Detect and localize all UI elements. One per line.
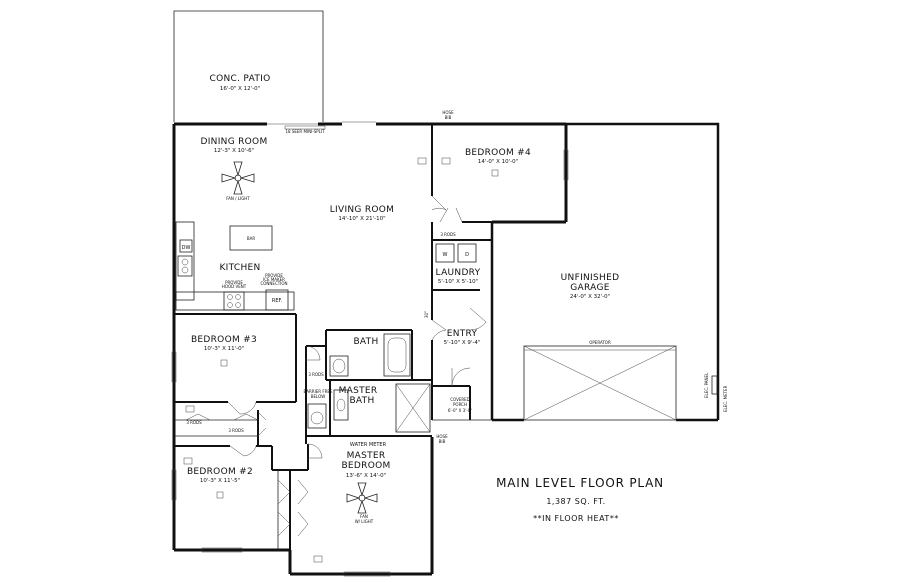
living-area: LIVING ROOM 14'-10" X 21'-10" 30": [330, 157, 429, 318]
doors: [185, 195, 487, 537]
bath-area: BATH: [329, 333, 411, 377]
plan-title: MAIN LEVEL FLOOR PLAN: [496, 476, 664, 490]
utility-labels: HOSE BIB HOSE BIB WATER METER: [350, 110, 454, 448]
master-fan-line2: W/ LIGHT: [355, 519, 374, 524]
bedroom2-area: BEDROOM #2 10'-3" X 11'-5": [183, 457, 253, 499]
bedroom2-dims: 10'-3" X 11'-5": [200, 478, 240, 484]
operator-label: OPERATOR: [589, 340, 611, 345]
water-meter-label: WATER METER: [350, 442, 387, 448]
bedroom3-name: BEDROOM #3: [191, 335, 257, 345]
elec-panel-label: ELEC. PANEL: [704, 372, 709, 398]
provide-hood-line2: HOOD VENT: [222, 284, 247, 289]
fridge-label: REF.: [272, 298, 283, 304]
entry-area: ENTRY 5'-10" X 9'-4" COVERED PORCH 6'-0"…: [444, 329, 481, 413]
exterior-walls: [172, 121, 568, 576]
ceiling-fan-icon: [221, 161, 255, 195]
dim-30-label: 30": [424, 311, 429, 318]
bedroom3-area: BEDROOM #3 10'-3" X 11'-0" 3 RODS 3 RODS: [185, 335, 257, 433]
island-label: BAR: [247, 236, 255, 241]
porch-dims: 6'-0" X 3'-0": [448, 408, 472, 413]
porch-name-line2: PORCH: [453, 402, 467, 407]
garage-dims: 24'-0" X 32'-0": [570, 294, 610, 300]
bedroom4-name: BEDROOM #4: [465, 148, 531, 158]
barrier-free-line1: BARRIER FREE: [304, 389, 333, 394]
provide-ice-line3: CONNECTION: [260, 281, 287, 286]
master-fan-line1: FAN: [360, 514, 368, 519]
dining-dims: 12'-3" X 10'-6": [214, 148, 254, 154]
dishwasher-label: DW: [182, 245, 191, 251]
bedroom4-area: BEDROOM #4 14'-0" X 10'-0": [441, 148, 531, 177]
interior-walls: [174, 124, 492, 550]
patio-dims: 16'-0" X 12'-0": [220, 86, 260, 92]
hose-bib-bottom-line1: HOSE: [436, 434, 448, 439]
barrier-free-line2: BELOW: [311, 394, 326, 399]
bedroom4-dims: 14'-0" X 10'-0": [478, 159, 518, 165]
porch-name-line1: COVERED: [450, 397, 470, 402]
living-name: LIVING ROOM: [330, 205, 395, 215]
laundry-dims: 5'-10" X 5'-10": [438, 279, 478, 285]
ceiling-fan-icon: [346, 482, 378, 514]
dining-name: DINING ROOM: [200, 137, 267, 147]
plan-area: 1,387 SQ. FT.: [546, 497, 605, 506]
garage-name-line2: GARAGE: [570, 283, 609, 293]
bedroom2-name: BEDROOM #2: [187, 467, 253, 477]
elec-meter-label: ELEC. METER: [723, 385, 728, 412]
bath-shelf-label: 3 RODS: [308, 372, 324, 377]
plan-note: **IN FLOOR HEAT**: [533, 514, 619, 523]
laundry-area: W D LAUNDRY 5'-10" X 5'-10" 3 RODS: [436, 232, 481, 285]
patio-area: CONC. PATIO 16'-0" X 12'-0": [173, 10, 324, 122]
kitchen-area: DW REF. BAR KITCHEN PROVIDE ICE MAKER CO…: [175, 221, 295, 311]
bed2-shelf-label: 3 RODS: [228, 428, 244, 433]
master-bedroom-dims: 13'-6" X 14'-0": [346, 473, 386, 479]
dining-fan-label: FAN / LIGHT: [226, 196, 250, 201]
patio-name: CONC. PATIO: [210, 74, 271, 84]
provide-ice-line2: ICE MAKER: [263, 277, 285, 282]
entry-name: ENTRY: [447, 329, 478, 339]
windows: [171, 149, 569, 577]
master-bedroom-line1: MASTER: [347, 451, 386, 461]
provide-hood-line1: PROVIDE: [225, 280, 243, 285]
kitchen-name: KITCHEN: [219, 263, 260, 273]
bath-name: BATH: [353, 337, 378, 347]
garage-area: OPERATOR UNFINISHED GARAGE 24'-0" X 32'-…: [490, 122, 728, 422]
laundry-shelf-label: 3 RODS: [440, 232, 456, 237]
bedroom3-dims: 10'-3" X 11'-0": [204, 346, 244, 352]
master-bath-area: MASTER BATH BARRIER FREE BELOW 3 RODS: [304, 372, 431, 433]
title-block: MAIN LEVEL FLOOR PLAN 1,387 SQ. FT. **IN…: [496, 476, 664, 523]
hose-bib-top-line1: HOSE: [442, 110, 454, 115]
mini-split-label: 18 SEER MINI-SPLIT: [285, 129, 325, 134]
master-bath-line1: MASTER: [339, 386, 378, 396]
entry-dims: 5'-10" X 9'-4": [444, 340, 481, 346]
master-bedroom-line2: BEDROOM: [341, 461, 390, 471]
provide-ice-line1: PROVIDE: [265, 273, 283, 278]
dining-area: DINING ROOM 12'-3" X 10'-6" FAN / LIGHT …: [200, 125, 326, 201]
master-bath-line2: BATH: [349, 396, 374, 406]
master-bedroom-area: MASTER BEDROOM 13'-6" X 14'-0" FAN W/ LI…: [313, 451, 390, 563]
hose-bib-top-line2: BIB: [445, 115, 452, 120]
laundry-name: LAUNDRY: [436, 268, 481, 278]
dryer-label: D: [465, 252, 469, 258]
garage-name-line1: UNFINISHED: [561, 273, 620, 283]
living-dims: 14'-10" X 21'-10": [338, 216, 385, 222]
bed3-shelf-label: 3 RODS: [186, 420, 202, 425]
hose-bib-bottom-line2: BIB: [439, 439, 446, 444]
washer-label: W: [443, 252, 448, 258]
